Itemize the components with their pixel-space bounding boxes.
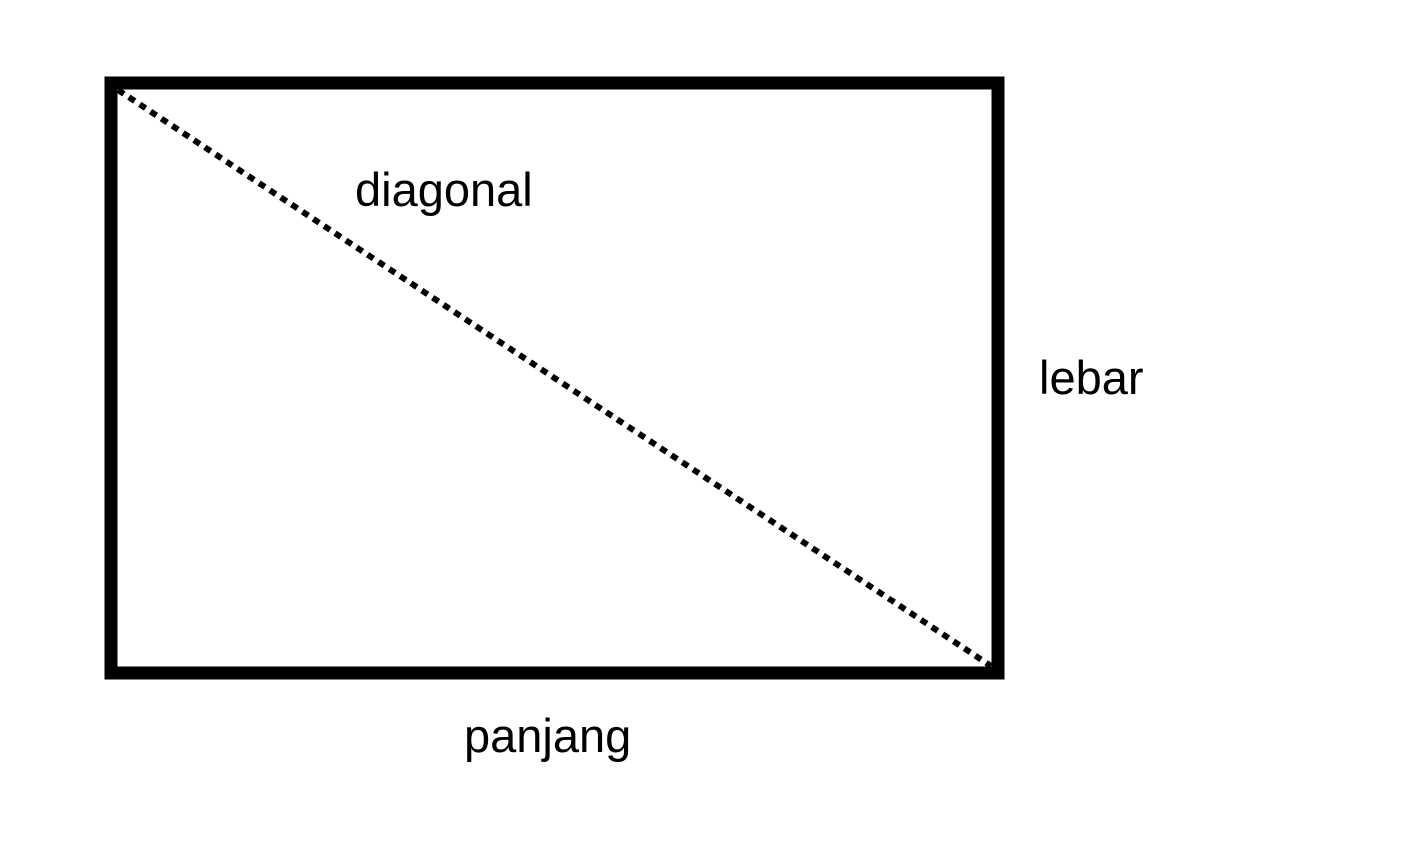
- diagonal-label: diagonal: [355, 163, 533, 216]
- diagonal-line: [116, 87, 993, 669]
- length-label: panjang: [464, 709, 631, 762]
- rectangle-outline: [104, 76, 1005, 680]
- width-label: lebar: [1039, 351, 1144, 404]
